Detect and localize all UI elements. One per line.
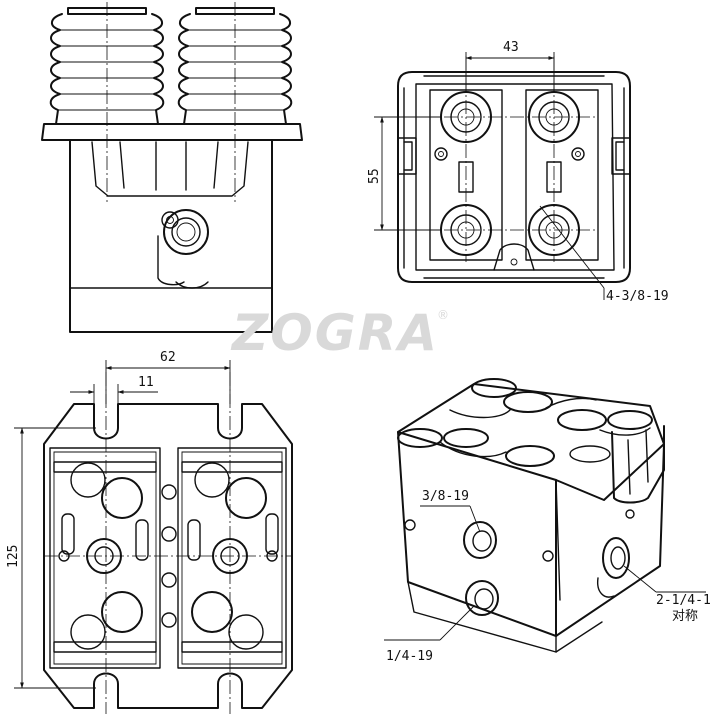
iso-lower-port <box>465 580 499 616</box>
callout-1-4-19: 1/4-19 <box>386 649 433 664</box>
dim-11: 11 <box>138 375 154 390</box>
top-view: 43 55 4-3/8-19 <box>367 40 669 304</box>
front-view <box>41 2 303 333</box>
dim-62: 62 <box>160 350 176 365</box>
callout-4-3-8-19: 4-3/8-19 <box>606 289 669 304</box>
registered-mark: ® <box>437 308 449 322</box>
callout-2-1-4-19: 2-1/4-19 <box>656 593 710 608</box>
callout-3-8-19: 3/8-19 <box>422 489 469 504</box>
watermark-text: ZOGRA <box>230 304 439 362</box>
bottom-view: 62 11 125 <box>6 350 293 714</box>
watermark: ZOGRA ® <box>230 304 449 362</box>
iso-side-port <box>597 509 635 598</box>
dim-55: 55 <box>367 168 382 184</box>
dim-125: 125 <box>6 545 21 568</box>
callout-symmetric: 对称 <box>672 609 698 624</box>
isometric-view: 3/8-19 1/4-19 2-1/4-19 对称 <box>384 378 710 664</box>
dim-43: 43 <box>503 40 519 55</box>
iso-upper-port <box>463 521 497 559</box>
